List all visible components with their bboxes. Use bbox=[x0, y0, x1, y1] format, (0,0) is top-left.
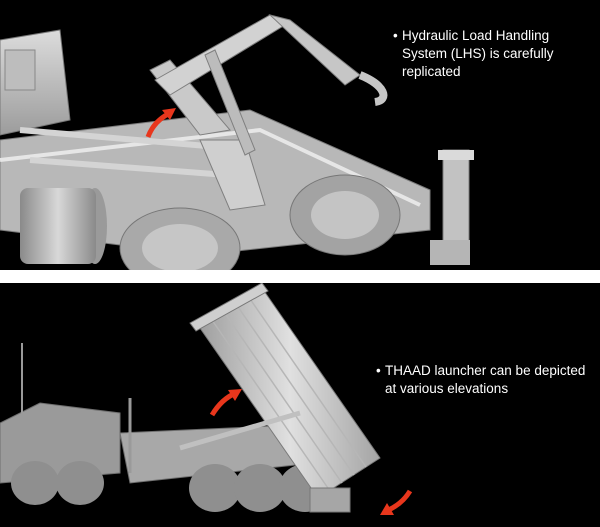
lhs-photo-panel: • Hydraulic Load Handling System (LHS) i… bbox=[0, 0, 600, 270]
thaad-launcher-model-image bbox=[0, 283, 413, 515]
red-curved-arrow-icon bbox=[380, 489, 413, 515]
bullet-icon: • bbox=[376, 363, 381, 378]
lhs-caption-text: Hydraulic Load Handling System (LHS) is … bbox=[402, 28, 554, 79]
red-curved-arrow-icon bbox=[209, 389, 242, 417]
thaad-caption-text: THAAD launcher can be depicted at variou… bbox=[385, 363, 586, 396]
truck-lhs-model-image bbox=[0, 14, 474, 270]
thaad-photo-panel bbox=[0, 283, 600, 527]
bullet-icon: • bbox=[393, 28, 398, 43]
lhs-caption: • Hydraulic Load Handling System (LHS) i… bbox=[393, 27, 594, 81]
thaad-caption: • THAAD launcher can be depicted at vari… bbox=[376, 362, 597, 398]
red-curved-arrow-icon bbox=[145, 108, 176, 138]
